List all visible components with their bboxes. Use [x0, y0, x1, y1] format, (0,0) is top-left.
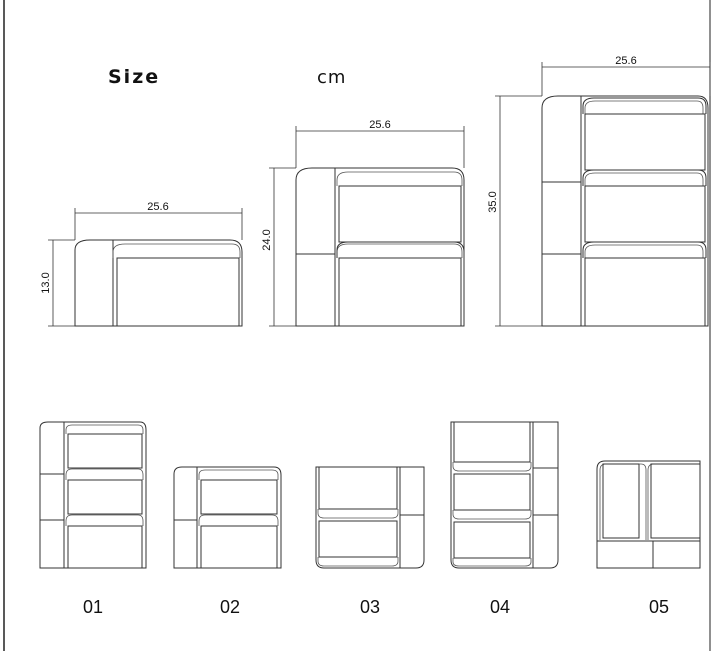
configuration-label-02: 02: [220, 597, 240, 617]
configuration-label-03: 03: [360, 597, 380, 617]
configuration-02-drawing: [173, 466, 282, 569]
configuration-label-05: 05: [649, 597, 669, 617]
dim-height-small: 13.0: [40, 272, 52, 293]
size-title: Size: [108, 66, 160, 88]
unit-medium-drawing: 25.6 24.0: [261, 119, 465, 327]
dim-height-large: 35.0: [487, 191, 499, 212]
unit-large-drawing: 25.6 35.0: [487, 55, 711, 327]
configuration-label-01: 01: [83, 597, 103, 617]
configuration-04-drawing: [450, 421, 559, 569]
dim-height-medium: 24.0: [261, 229, 273, 250]
configuration-05-drawing: [596, 460, 701, 569]
dim-width-medium: 25.6: [369, 119, 390, 131]
configuration-03-drawing: [315, 466, 425, 569]
configuration-label-04: 04: [490, 597, 510, 617]
dim-width-large: 25.6: [615, 55, 636, 67]
unit-label: cm: [317, 67, 346, 88]
unit-small-drawing: 25.6 13.0: [40, 201, 243, 327]
configuration-01-drawing: [39, 421, 147, 569]
dim-width-small: 25.6: [147, 201, 168, 213]
